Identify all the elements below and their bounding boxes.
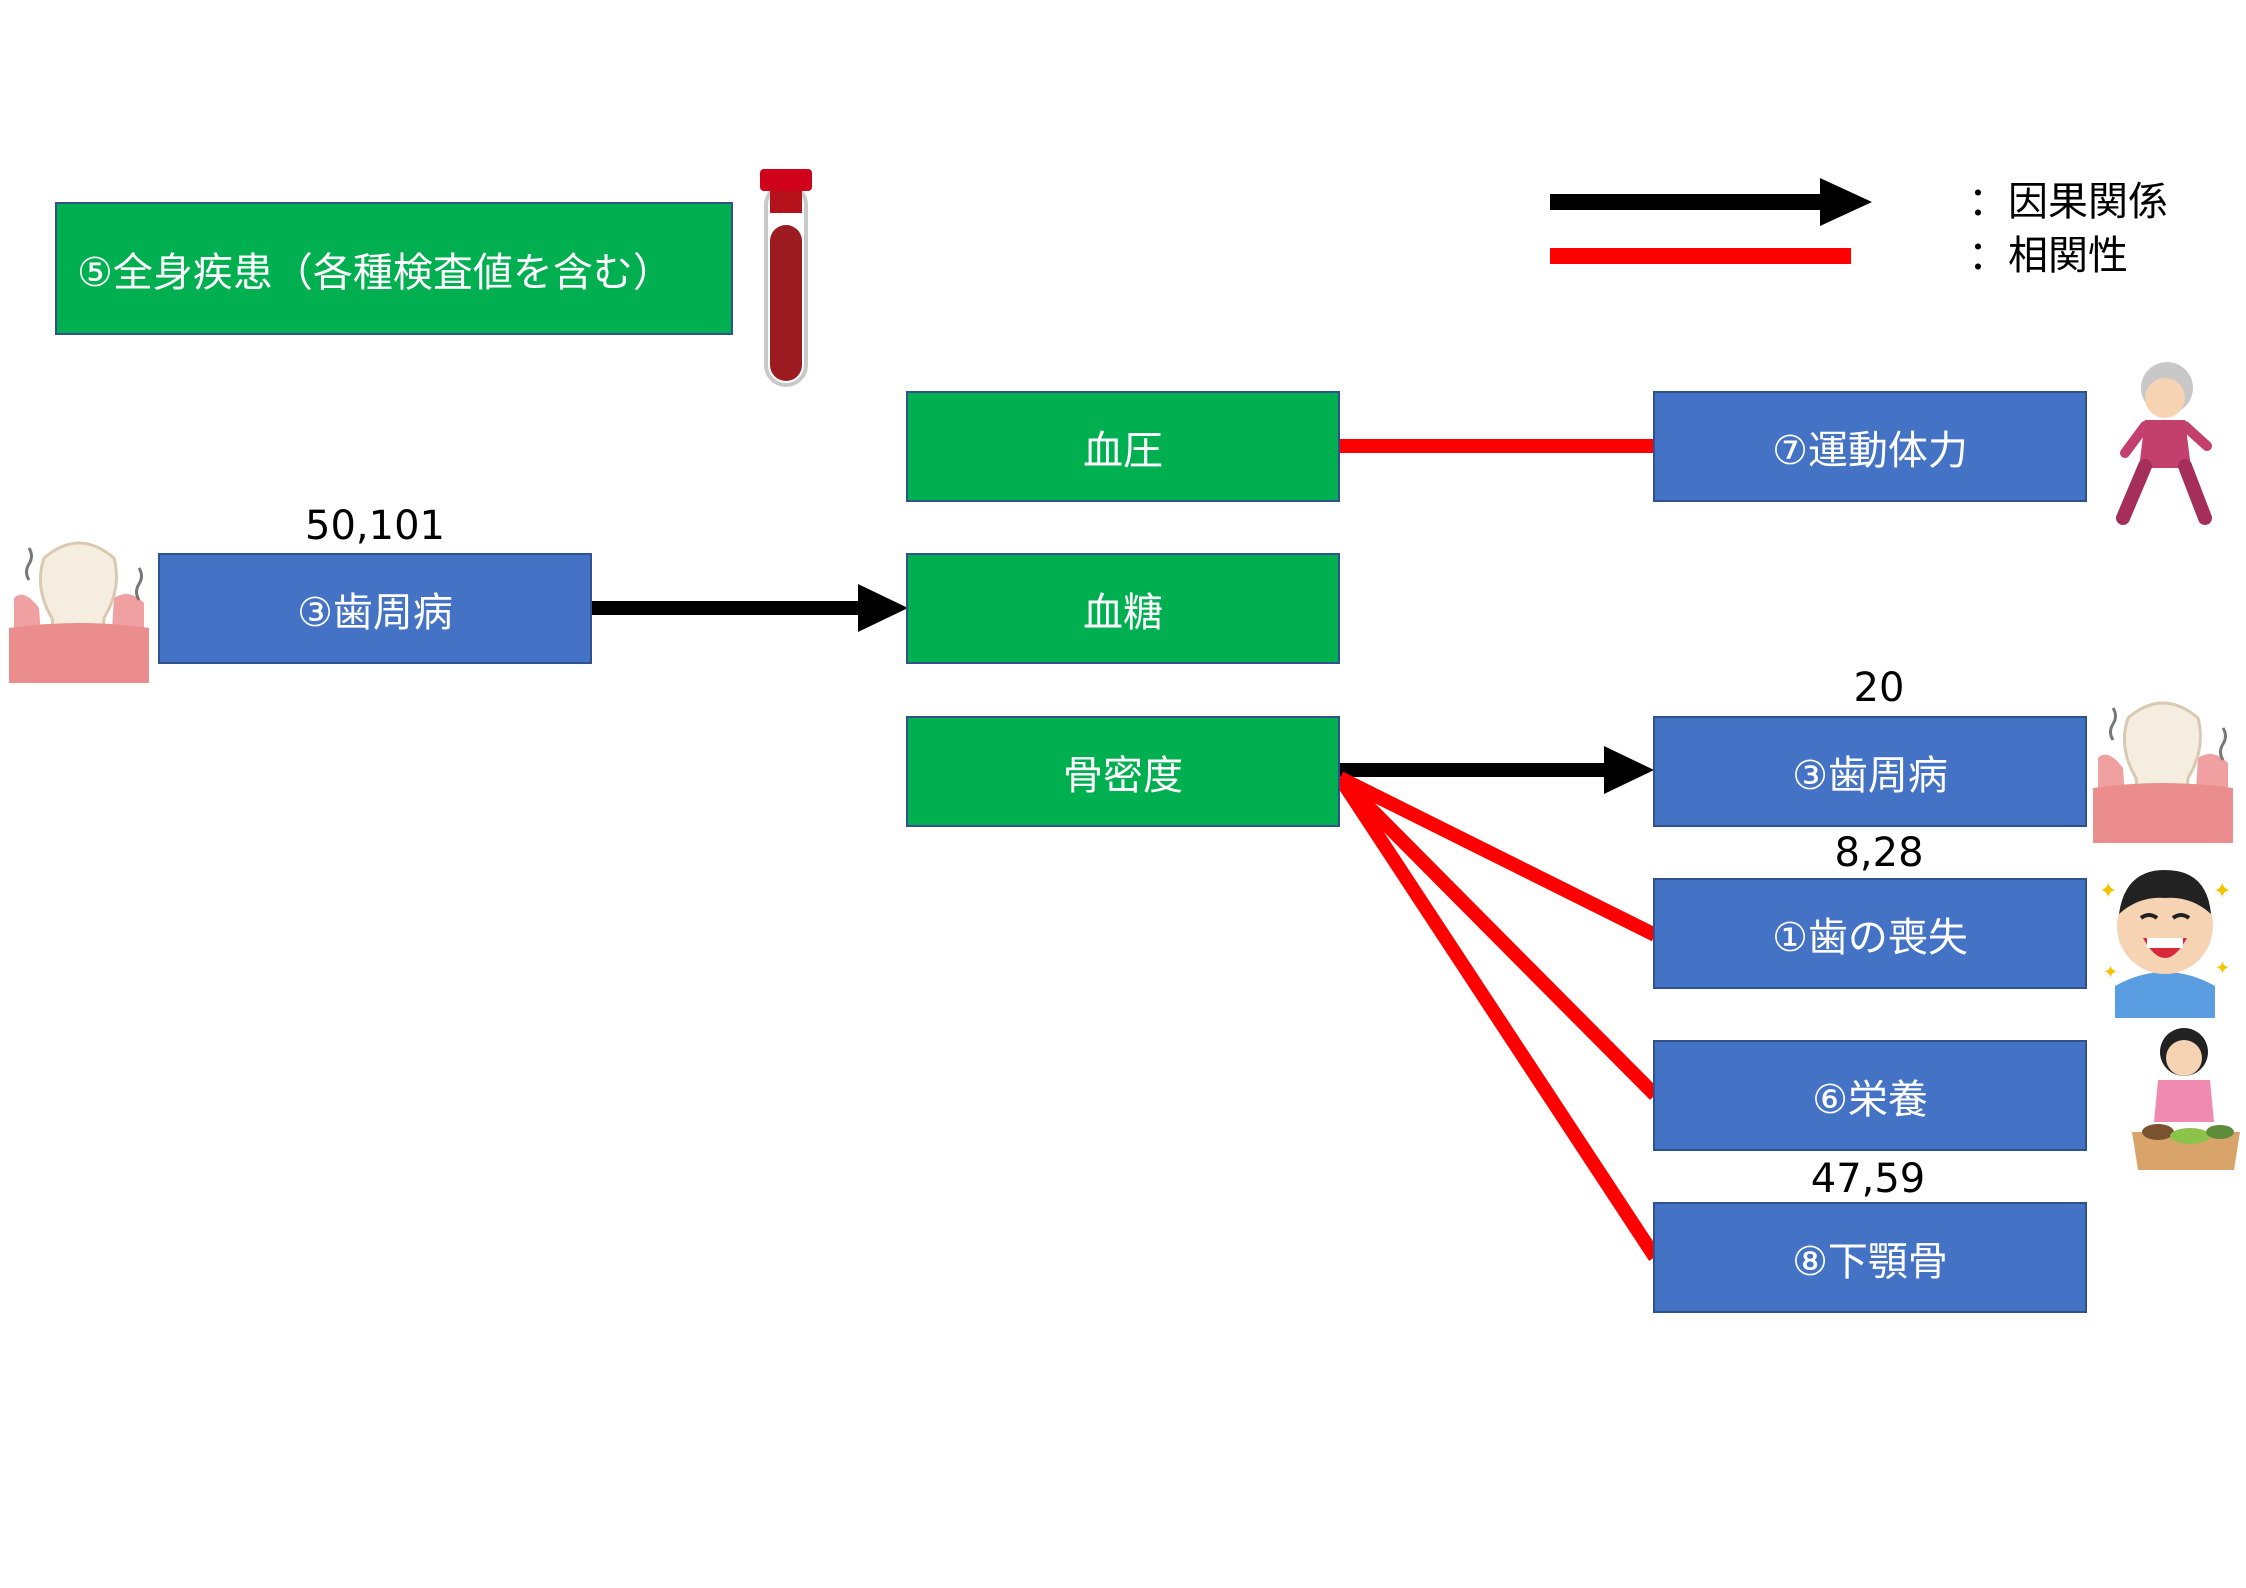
legend-causal-arrow [1550,178,1872,226]
node-exercise: ⑦運動体力 [1653,391,2087,502]
arrow-bone-density-to-periodontal [1338,746,1654,794]
node-blood-sugar: 血糖 [906,553,1340,664]
node-blood-pressure: 血圧 [906,391,1340,502]
correlation-bone-density-nutrition [1335,773,1660,1100]
refs-periodontal-left: 50,101 [305,503,445,549]
refs-periodontal-right: 20 [1853,665,1905,711]
refs-tooth-loss: 8,28 [1834,830,1924,876]
svg-text:✦: ✦ [2213,879,2231,904]
svg-text:✦: ✦ [2103,962,2118,983]
node-tooth-loss: ①歯の喪失 [1653,878,2087,989]
periodontal-tooth-icon [9,541,149,683]
node-systemic-disease: ⑤全身疾患（各種検査値を含む） [55,202,733,335]
blood-tube-icon [760,169,812,387]
eating-woman-icon [2132,1028,2240,1170]
legend-correlation-label: ：相関性 [1968,233,2128,279]
correlation-bone-density-mandible [1334,774,1661,1261]
node-nutrition: ⑥栄養 [1653,1040,2087,1151]
elderly-exercise-icon [2116,362,2212,525]
smiling-boy-icon: ✦ ✦ ✦ ✦ [2099,870,2231,1018]
svg-text:✦: ✦ [2215,958,2230,979]
arrow-periodontal-to-blood-sugar [592,584,908,632]
correlation-bone-density-tooth-loss [1336,771,1659,942]
refs-mandible: 47,59 [1810,1156,1926,1202]
node-periodontal-left: ③歯周病 [158,553,592,664]
svg-text:✦: ✦ [2099,879,2117,904]
node-periodontal-right: ③歯周病 [1653,716,2087,827]
node-mandible: ⑧下顎骨 [1653,1202,2087,1313]
node-bone-density: 骨密度 [906,716,1340,827]
legend-causal-label: ：因果関係 [1968,179,2168,225]
periodontal-tooth-icon-right [2093,701,2233,843]
